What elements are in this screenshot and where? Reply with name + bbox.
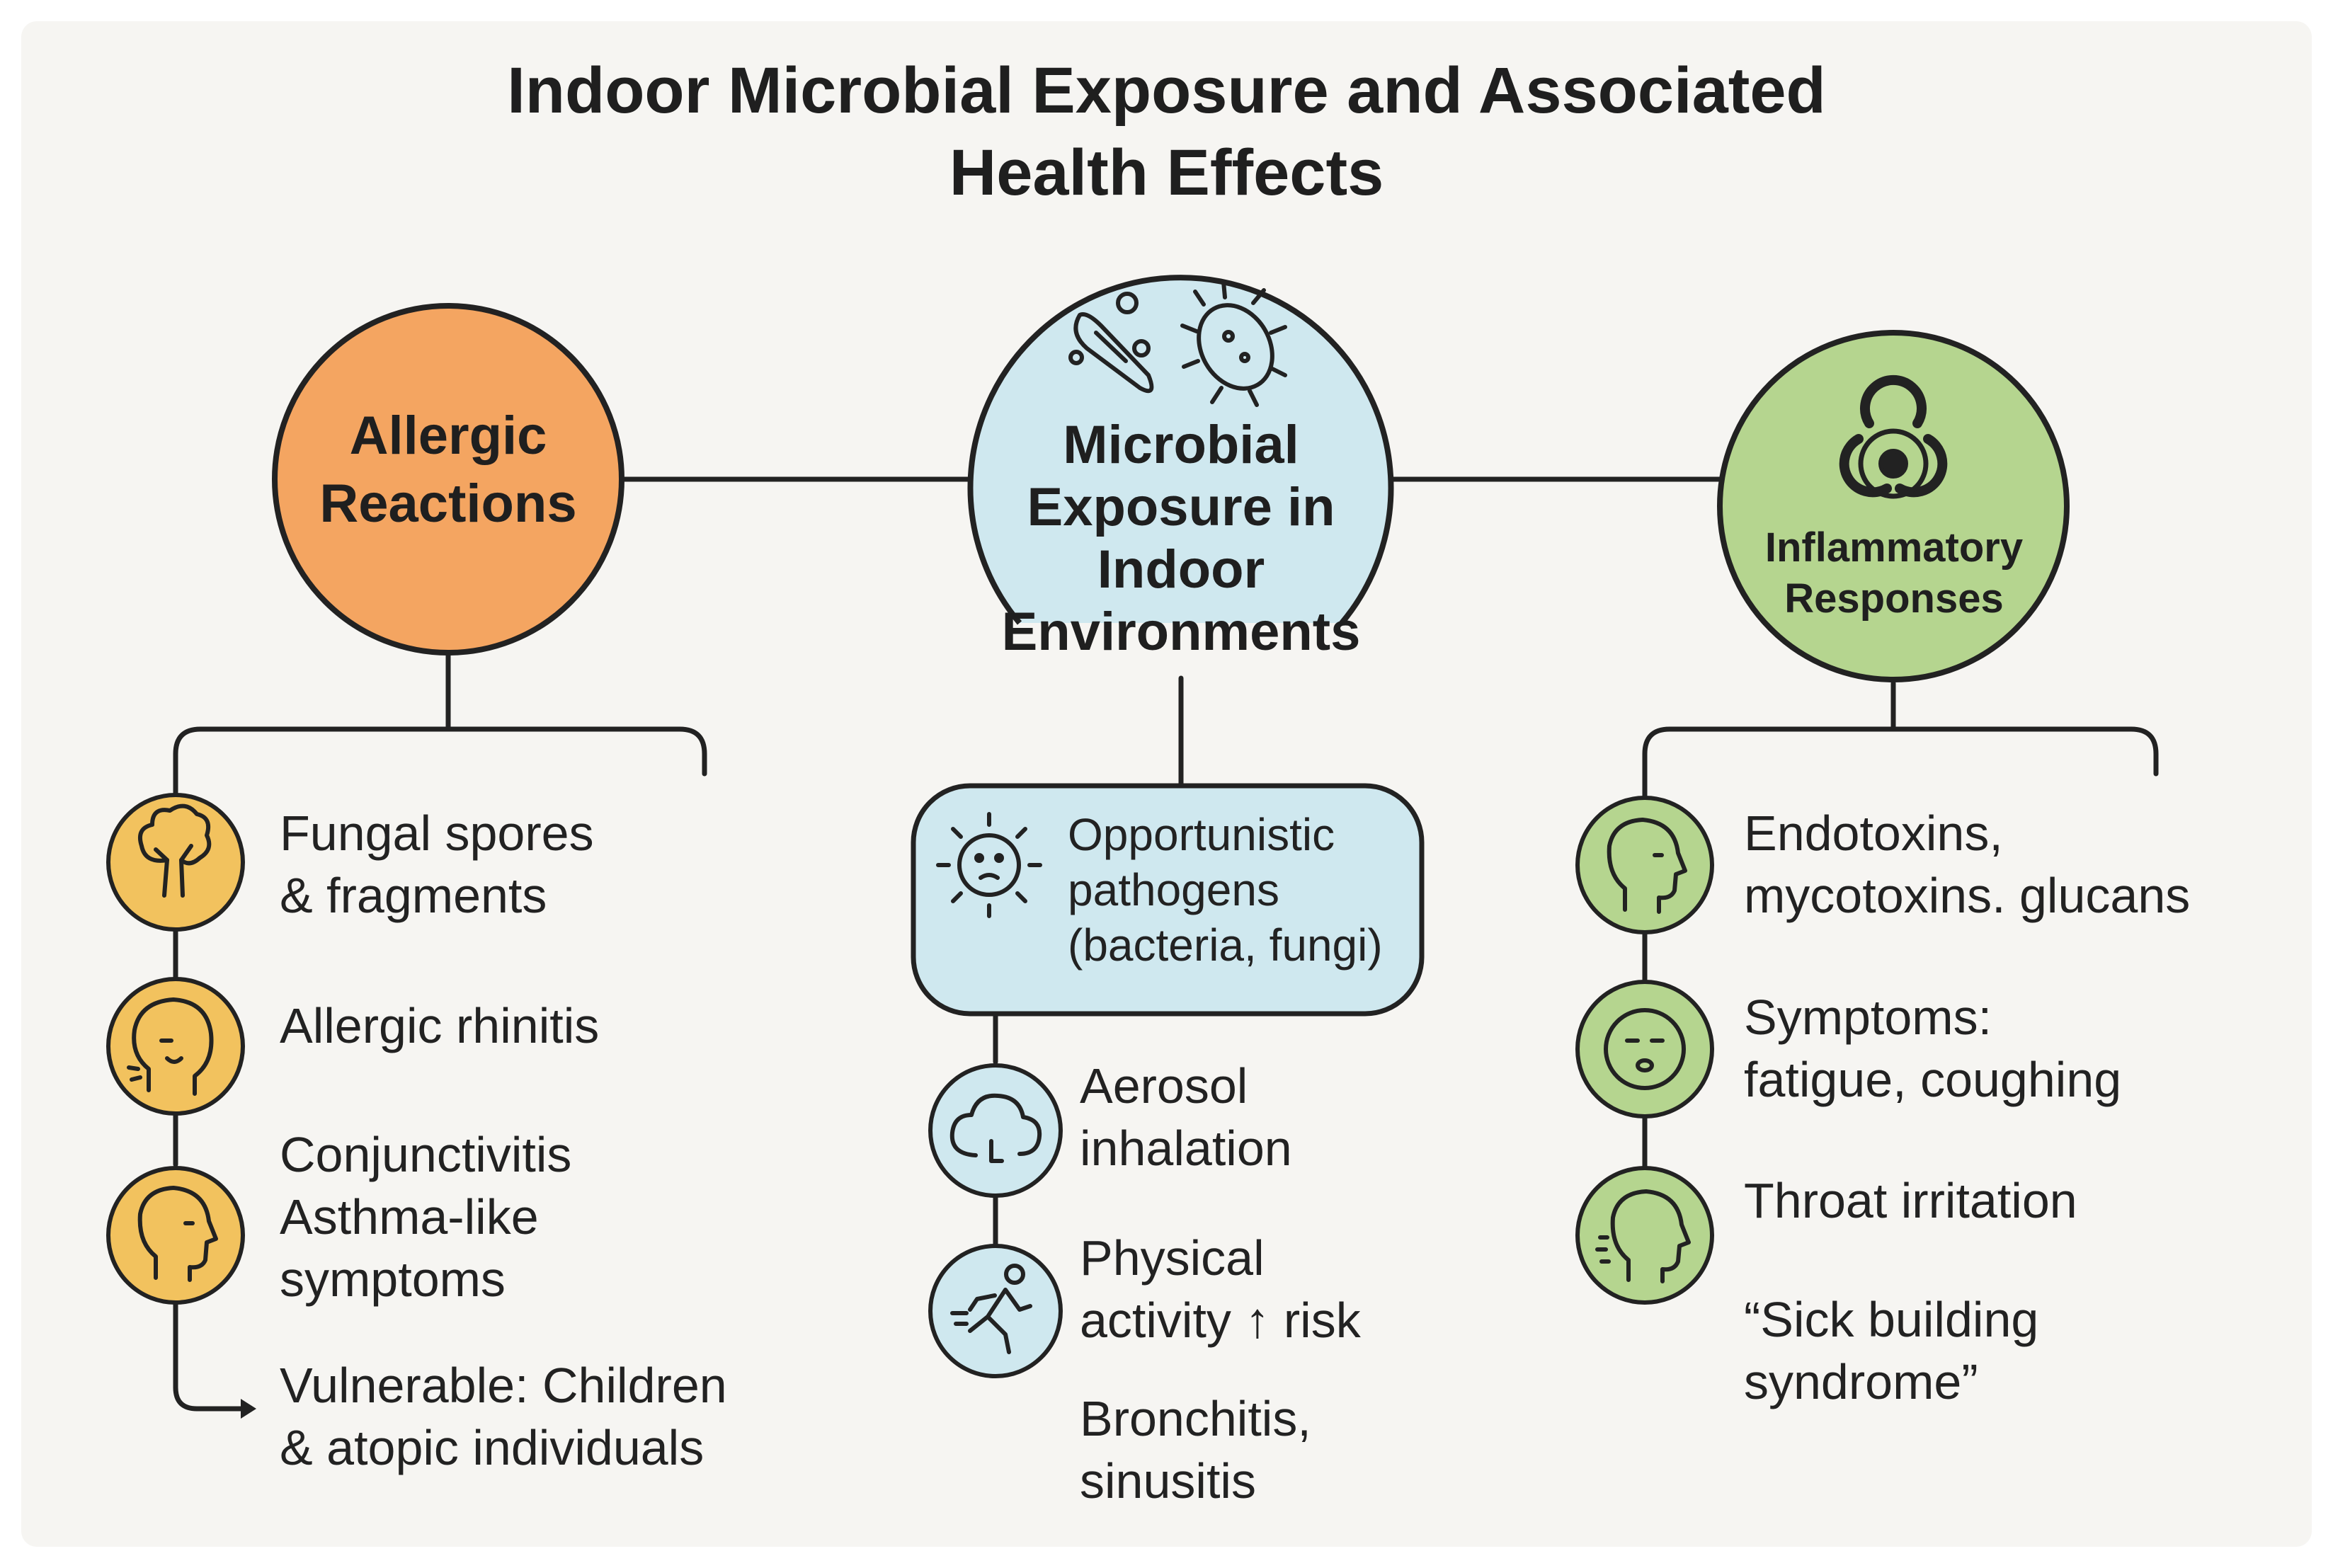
item-text: Throat irritation — [1744, 1173, 2077, 1228]
note-text: & atopic individuals — [280, 1420, 705, 1475]
title-line-2: Health Effects — [949, 137, 1384, 209]
item-text: Endotoxins, — [1744, 806, 2003, 861]
sick-building-note: “Sick building syndrome” — [1744, 1288, 2038, 1413]
center-label-line-1: Microbial — [1063, 415, 1299, 475]
box-text-line: (bacteria, fungi) — [1068, 920, 1383, 971]
allergic-reactions-node — [272, 303, 624, 656]
center-label-line-4: Environments — [1001, 602, 1361, 662]
left-item-circle-3 — [106, 1166, 245, 1305]
head-profile-icon — [1607, 818, 1687, 914]
item-text: Aerosol — [1080, 1058, 1248, 1114]
left-bracket — [173, 726, 707, 803]
mold-icon — [137, 803, 212, 898]
right-item-circle-3 — [1575, 1166, 1714, 1305]
list-item-physical-activity: Physical activity ↑ risk — [1080, 1227, 1361, 1351]
sneezing-face-icon — [127, 997, 214, 1096]
right-item-circle-1 — [1575, 796, 1714, 934]
note-text: Bronchitis, — [1080, 1391, 1311, 1446]
item-text: Asthma-like — [280, 1189, 539, 1244]
left-item-circle-1 — [106, 793, 245, 932]
title-line-1: Indoor Microbial Exposure and Associated — [507, 55, 1826, 127]
center-label-line-2: Exposure in — [1027, 477, 1335, 537]
microbe-icon — [1180, 280, 1287, 407]
note-text: syndrome” — [1744, 1354, 1978, 1409]
item-text: fatigue, coughing — [1744, 1052, 2122, 1107]
inflammatory-responses-label: Inflammatory Responses — [1728, 522, 2060, 624]
cloud-icon — [949, 1093, 1042, 1163]
item-text: & fragments — [280, 868, 547, 923]
item-text: activity ↑ risk — [1080, 1293, 1361, 1348]
list-item-endotoxins: Endotoxins, mycotoxins. glucans — [1744, 802, 2190, 927]
box-text-line: pathogens — [1068, 864, 1279, 915]
bronchitis-note: Bronchitis, sinusitis — [1080, 1387, 1311, 1512]
list-item-allergic-rhinitis: Allergic rhinitis — [280, 995, 599, 1057]
note-text: “Sick building — [1744, 1292, 2039, 1347]
arrowhead — [241, 1399, 256, 1419]
item-text: symptoms — [280, 1252, 506, 1307]
list-item-conjunctivitis: Conjunctivitis Asthma-like symptoms — [280, 1123, 571, 1310]
opportunistic-pathogens-box — [911, 783, 1425, 1017]
list-item-symptoms: Symptoms: fatigue, coughing — [1744, 986, 2121, 1111]
inflammatory-responses-node — [1717, 330, 2070, 682]
inflammatory-label-line-2: Responses — [1784, 576, 2004, 622]
inflammatory-label-line-1: Inflammatory — [1764, 525, 2024, 571]
note-text: Vulnerable: Children — [280, 1358, 727, 1413]
allergic-label-line-2: Reactions — [319, 474, 577, 534]
microbial-exposure-label: Microbial Exposure in Indoor Environment… — [933, 414, 1429, 663]
allergic-label-line-1: Allergic — [349, 406, 547, 466]
item-text: Conjunctivitis — [280, 1127, 572, 1182]
middle-item-circle-1 — [928, 1063, 1063, 1198]
right-bracket — [1642, 726, 2159, 801]
item-text: mycotoxins. glucans — [1744, 868, 2191, 923]
tired-face-icon — [1604, 1008, 1686, 1090]
item-text: inhalation — [1080, 1121, 1292, 1176]
item-text: Allergic rhinitis — [280, 998, 600, 1053]
note-text: sinusitis — [1080, 1453, 1256, 1509]
list-item-aerosol-inhalation: Aerosol inhalation — [1080, 1055, 1292, 1179]
item-text: Fungal spores — [280, 806, 594, 861]
vulnerable-note: Vulnerable: Children & atopic individual… — [280, 1354, 727, 1479]
head-profile-icon — [137, 1186, 218, 1282]
allergic-reactions-label: Allergic Reactions — [275, 402, 622, 538]
right-item-circle-2 — [1575, 980, 1714, 1118]
opportunistic-pathogens-text: Opportunistic pathogens (bacteria, fungi… — [1068, 807, 1383, 973]
item-text: Physical — [1080, 1230, 1265, 1286]
bacteria-icon — [1068, 292, 1154, 394]
list-item-fungal-spores: Fungal spores & fragments — [280, 802, 594, 927]
coughing-head-icon — [1595, 1189, 1691, 1283]
biohazard-icon — [1839, 375, 1948, 499]
runner-icon — [950, 1264, 1032, 1354]
center-label-line-3: Indoor — [1097, 539, 1265, 600]
list-item-throat-irritation: Throat irritation — [1744, 1169, 2077, 1232]
left-tail-arrow — [173, 1300, 244, 1412]
box-text-line: Opportunistic — [1068, 809, 1335, 860]
middle-item-circle-2 — [928, 1244, 1063, 1378]
virus-icon — [936, 812, 1042, 918]
item-text: Symptoms: — [1744, 990, 1992, 1045]
